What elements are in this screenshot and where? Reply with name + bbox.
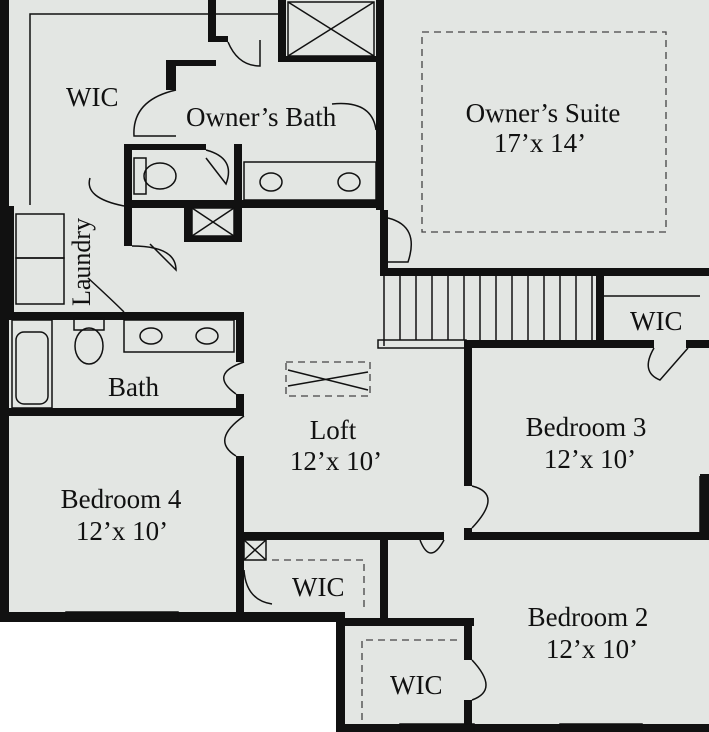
bedroom2-label: Bedroom 2 — [528, 602, 649, 632]
bedroom3-size: 12’x 10’ — [544, 444, 636, 474]
bedroom4-size: 12’x 10’ — [76, 516, 168, 546]
stairs — [377, 276, 593, 349]
interior-walls — [8, 0, 709, 730]
bedroom2-size: 12’x 10’ — [546, 634, 638, 664]
bedroom4-label: Bedroom 4 — [61, 484, 182, 514]
wic-bedroom3-label: WIC — [630, 306, 682, 336]
wic-bedroom4-label: WIC — [292, 572, 344, 602]
fixtures — [11, 1, 700, 732]
owners-suite-size: 17’x 14’ — [494, 128, 586, 158]
bath-label: Bath — [108, 372, 159, 402]
wic-owner-label: WIC — [66, 82, 118, 112]
door-swings — [87, 40, 701, 701]
loft-label: Loft — [310, 415, 357, 445]
owners-bath-label: Owner’s Bath — [186, 102, 337, 132]
loft-size: 12’x 10’ — [290, 446, 382, 476]
wic-bedroom2-label: WIC — [390, 670, 442, 700]
owners-suite-label: Owner’s Suite — [466, 98, 621, 128]
laundry-label: Laundry — [67, 218, 96, 306]
room-labels: WIC Owner’s Bath Owner’s Suite 17’x 14’ … — [61, 82, 683, 700]
bedroom3-label: Bedroom 3 — [526, 412, 647, 442]
